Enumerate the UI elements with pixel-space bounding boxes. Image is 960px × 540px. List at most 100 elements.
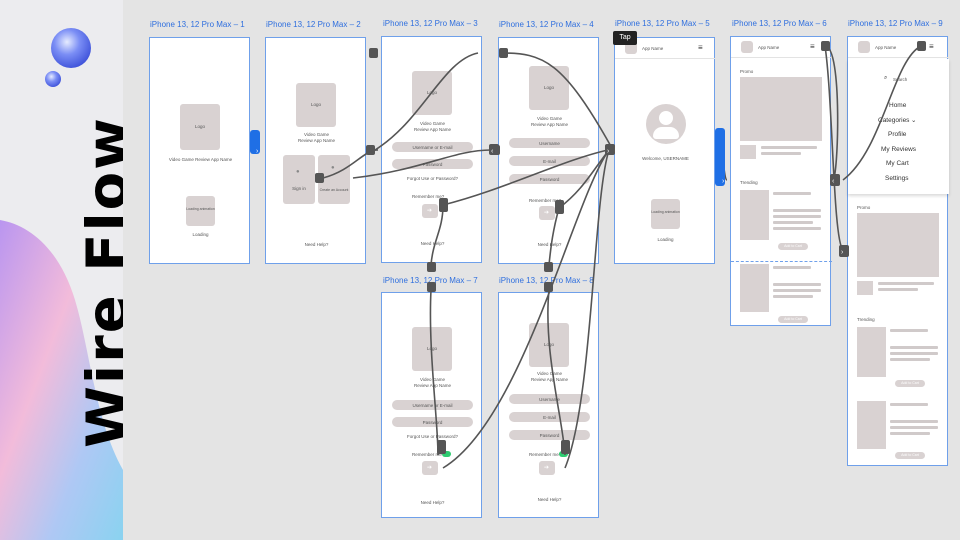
frame-sign-in[interactable]: Logo Video Game Review App Name Username… bbox=[381, 36, 482, 263]
svg-text:‹: ‹ bbox=[491, 148, 494, 155]
promo-heading: Promo bbox=[740, 69, 754, 74]
chevron-down-icon[interactable]: ⌄ bbox=[911, 117, 917, 124]
design-canvas[interactable]: iPhone 13, 12 Pro Max – 1 iPhone 13, 12 … bbox=[123, 0, 960, 540]
menu-item-my-reviews[interactable]: My Reviews bbox=[881, 146, 917, 153]
add-to-cart-button[interactable]: Add to Cart bbox=[895, 452, 925, 459]
wire-submit-8 bbox=[564, 149, 610, 469]
remember-label: Remember me? bbox=[412, 194, 445, 199]
username-field[interactable]: Username bbox=[509, 138, 590, 148]
sidebar-decoration bbox=[0, 0, 123, 540]
loading-animation: Loading animation bbox=[651, 199, 680, 229]
need-help-link[interactable]: Need Help? bbox=[420, 241, 445, 246]
password-field[interactable]: Password bbox=[509, 174, 590, 184]
svg-text:‹: ‹ bbox=[832, 178, 835, 185]
remember-label: Remember me? bbox=[529, 452, 562, 457]
trending-heading: Trending bbox=[740, 180, 758, 185]
wire-create-account bbox=[352, 149, 492, 179]
need-help-link[interactable]: Need Help? bbox=[537, 242, 562, 247]
large-ball bbox=[51, 28, 91, 68]
prototype-wires: › › ‹ › ‹ › bbox=[249, 41, 926, 469]
username-field[interactable]: Username or E-mail bbox=[392, 400, 473, 410]
username-field[interactable]: Username or E-mail bbox=[392, 142, 473, 152]
submit-button[interactable]: ➔ bbox=[539, 206, 555, 220]
wire-submit-7 bbox=[442, 149, 610, 469]
trending-heading: Trending bbox=[857, 317, 875, 322]
menu-item-home[interactable]: Home bbox=[889, 102, 907, 109]
frame-home[interactable]: App Name ≡ Promo Trending Add to Cart Ad… bbox=[730, 36, 832, 326]
app-name-text: Video Game Review App Name bbox=[168, 157, 233, 162]
menu-item-profile[interactable]: Profile bbox=[888, 131, 907, 138]
frame-label-1[interactable]: iPhone 13, 12 Pro Max – 1 bbox=[150, 20, 245, 29]
logo-placeholder: Logo bbox=[529, 66, 569, 110]
logo-placeholder: Logo bbox=[180, 104, 220, 150]
hamburger-icon[interactable]: ≡ bbox=[698, 43, 703, 52]
arrow-right-icon: ➔ bbox=[427, 208, 433, 214]
frame-label-2[interactable]: iPhone 13, 12 Pro Max – 2 bbox=[266, 20, 361, 29]
app-name-line1: Video Game bbox=[420, 121, 445, 126]
toggle-icon[interactable] bbox=[442, 451, 451, 457]
logo-placeholder: Logo bbox=[296, 83, 336, 127]
frame-label-7[interactable]: iPhone 13, 12 Pro Max – 7 bbox=[383, 276, 478, 285]
game-image bbox=[740, 264, 769, 312]
password-field[interactable]: Password bbox=[509, 430, 590, 440]
search-input[interactable]: Search bbox=[893, 77, 908, 82]
game-image bbox=[857, 401, 886, 449]
menu-item-categories[interactable]: Categories bbox=[878, 117, 910, 124]
app-name-line2: Review App Name bbox=[530, 377, 569, 382]
frame-label-3[interactable]: iPhone 13, 12 Pro Max – 3 bbox=[383, 19, 478, 28]
loading-animation: Loading animation bbox=[186, 196, 215, 226]
user-icon: ● bbox=[296, 169, 300, 175]
frame-label-5[interactable]: iPhone 13, 12 Pro Max – 5 bbox=[615, 19, 710, 28]
svg-text:›: › bbox=[722, 178, 725, 185]
gradient-blobs bbox=[0, 28, 123, 540]
tap-tooltip: Tap bbox=[613, 31, 637, 45]
password-field[interactable]: Password bbox=[392, 159, 473, 169]
app-name-line2: Review App Name bbox=[297, 138, 336, 143]
frame-sign-in-remember[interactable]: Logo Video Game Review App Name Username… bbox=[381, 292, 482, 518]
app-name-line2: Review App Name bbox=[413, 383, 452, 388]
sign-in-button[interactable]: ● Sign in bbox=[283, 155, 315, 204]
hamburger-icon[interactable]: ≡ bbox=[810, 42, 815, 51]
wire-back-3 bbox=[374, 52, 479, 151]
need-help-link[interactable]: Need Help? bbox=[537, 497, 562, 502]
username-field[interactable]: Username bbox=[509, 394, 590, 404]
app-name-line2: Review App Name bbox=[413, 127, 452, 132]
frame-welcome[interactable]: Logo Video Game Review App Name ● Sign i… bbox=[265, 37, 366, 264]
frame-home-menu[interactable]: App Name ≡ ⌕ Search Home Categories ⌄ Pr… bbox=[847, 36, 949, 466]
frame-label-9[interactable]: iPhone 13, 12 Pro Max – 9 bbox=[848, 19, 943, 28]
forgot-link[interactable]: Forgot Use or Password? bbox=[406, 434, 459, 439]
forgot-link[interactable]: Forgot Use or Password? bbox=[406, 176, 459, 181]
wire-3-to-7 bbox=[430, 204, 444, 266]
game-image bbox=[740, 190, 769, 240]
submit-button[interactable]: ➔ bbox=[422, 204, 438, 218]
app-name-line2: Review App Name bbox=[530, 122, 569, 127]
promo-carousel[interactable] bbox=[857, 213, 939, 277]
frame-label-6[interactable]: iPhone 13, 12 Pro Max – 6 bbox=[732, 19, 827, 28]
menu-item-settings[interactable]: Settings bbox=[885, 175, 909, 182]
app-header: App Name ≡ bbox=[731, 37, 832, 58]
app-name-line1: Video Game bbox=[304, 132, 329, 137]
submit-button[interactable]: ➔ bbox=[539, 461, 555, 475]
add-to-cart-button[interactable]: Add to Cart bbox=[778, 243, 808, 250]
wire-submit-3 bbox=[442, 149, 609, 206]
frame-splash[interactable]: Logo Video Game Review App Name Loading … bbox=[149, 37, 250, 264]
need-help-link[interactable]: Need Help? bbox=[420, 500, 445, 505]
frame-sign-up[interactable]: Logo Video Game Review App Name Username… bbox=[498, 37, 599, 264]
submit-button[interactable]: ➔ bbox=[422, 461, 438, 475]
frame-label-4[interactable]: iPhone 13, 12 Pro Max – 4 bbox=[499, 20, 594, 29]
email-field[interactable]: E-mail bbox=[509, 412, 590, 422]
add-to-cart-button[interactable]: Add to Cart bbox=[895, 380, 925, 387]
frame-label-8[interactable]: iPhone 13, 12 Pro Max – 8 bbox=[499, 276, 594, 285]
wire-back-4 bbox=[500, 52, 614, 151]
menu-item-my-cart[interactable]: My Cart bbox=[886, 160, 909, 167]
wire-remember-8 bbox=[547, 289, 566, 456]
hamburger-icon[interactable]: ≡ bbox=[929, 42, 934, 51]
wire-remember-7 bbox=[429, 289, 439, 456]
svg-text:›: › bbox=[841, 249, 844, 256]
email-field[interactable]: E-mail bbox=[509, 156, 590, 166]
search-icon[interactable]: ⌕ bbox=[884, 75, 888, 81]
need-help-link[interactable]: Need Help? bbox=[304, 242, 329, 247]
password-field[interactable]: Password bbox=[392, 417, 473, 427]
promo-carousel[interactable] bbox=[740, 77, 822, 141]
add-to-cart-button[interactable]: Add to Cart bbox=[778, 316, 808, 323]
